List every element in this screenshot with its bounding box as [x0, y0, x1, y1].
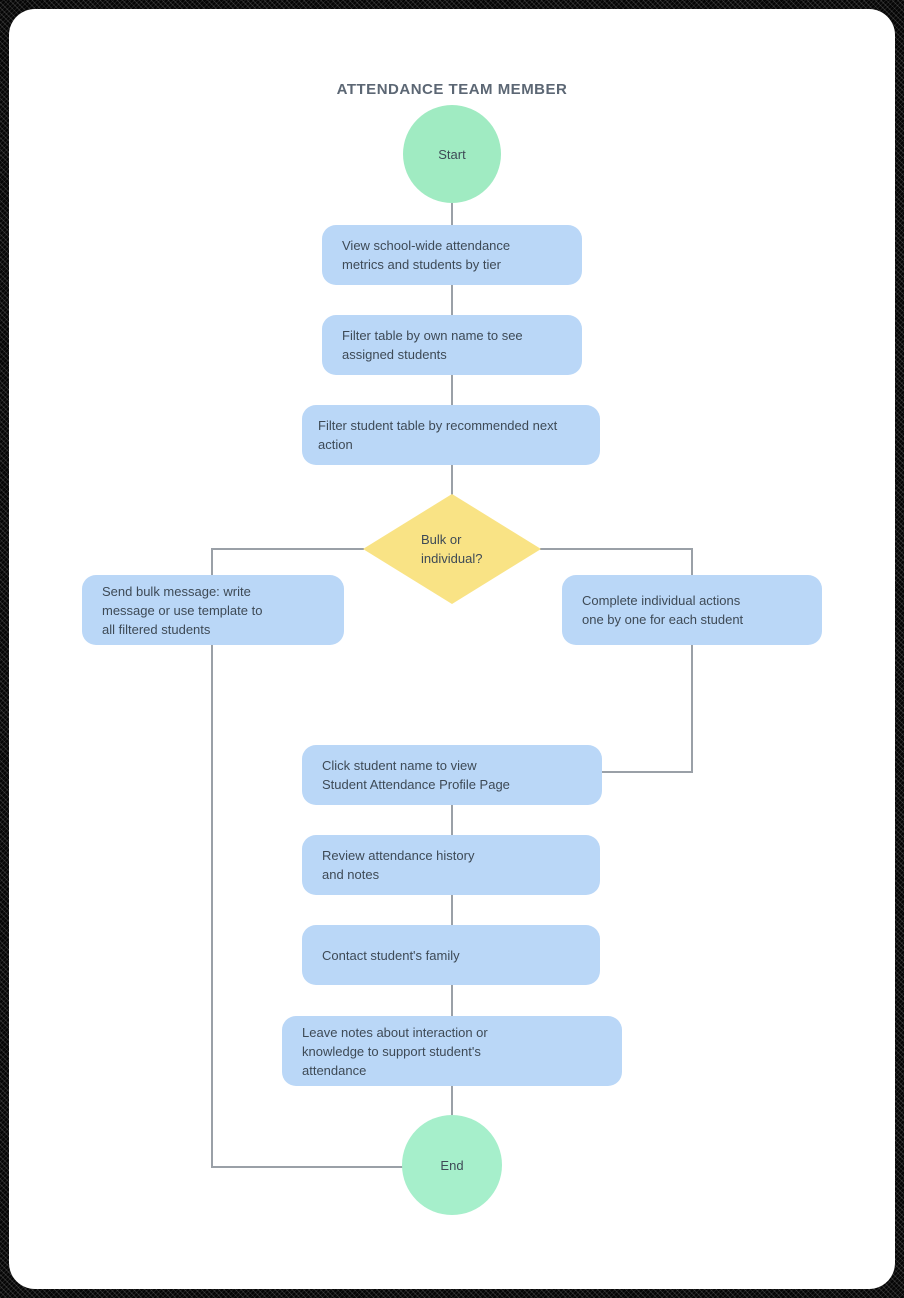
process-filter-own-name: Filter table by own name to see assigned…: [322, 315, 582, 375]
process-contact-family-label: Contact student's family: [322, 947, 460, 963]
process-send-bulk-message: Send bulk message: write message or use …: [82, 575, 344, 645]
decision-bulk-or-individual-label: Bulk or individual?: [421, 532, 483, 566]
start-node: Start: [403, 105, 501, 203]
process-view-metrics-label: View school-wide attendance metrics and …: [342, 238, 511, 272]
diagram-title: ATTENDANCE TEAM MEMBER: [336, 81, 568, 98]
process-view-metrics: View school-wide attendance metrics and …: [322, 225, 582, 285]
process-filter-next-action-label: Filter student table by recommended next…: [318, 418, 558, 452]
process-review-history: Review attendance history and notes: [302, 835, 600, 895]
decision-bulk-or-individual: Bulk or individual?: [363, 494, 541, 604]
process-individual-actions-label: Complete individual actions one by one f…: [582, 593, 744, 627]
process-filter-next-action: Filter student table by recommended next…: [302, 405, 600, 465]
process-contact-family: Contact student's family: [302, 925, 600, 985]
process-leave-notes: Leave notes about interaction or knowled…: [282, 1016, 622, 1086]
process-click-student-name: Click student name to view Student Atten…: [302, 745, 602, 805]
process-send-bulk-message-label: Send bulk message: write message or use …: [102, 583, 263, 637]
process-leave-notes-label: Leave notes about interaction or knowled…: [302, 1024, 488, 1078]
process-individual-actions: Complete individual actions one by one f…: [562, 575, 822, 645]
process-filter-own-name-label: Filter table by own name to see assigned…: [342, 328, 523, 362]
process-review-history-label: Review attendance history and notes: [322, 848, 475, 882]
end-node-label: End: [440, 1157, 464, 1173]
process-click-student-name-label: Click student name to view Student Atten…: [322, 758, 510, 792]
start-node-label: Start: [438, 146, 466, 162]
end-node: End: [402, 1115, 502, 1215]
